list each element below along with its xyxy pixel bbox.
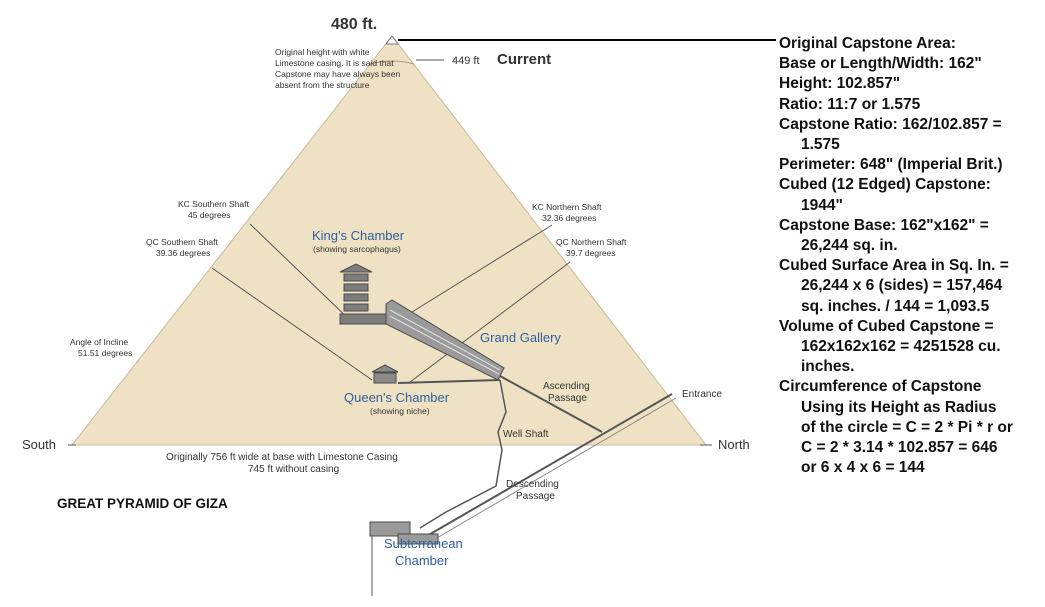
capstone-info-line: Height: 102.857" <box>779 75 901 93</box>
entrance-label: Entrance <box>682 389 722 400</box>
original-height-note-1: Original height with white <box>275 47 370 57</box>
queens-chamber-label: Queen's Chamber <box>344 390 450 405</box>
kings-chamber-label: King's Chamber <box>312 228 405 243</box>
qc-northern-shaft-label: QC Northern Shaft <box>556 237 627 247</box>
ascending-passage-label-1: Ascending <box>543 381 590 392</box>
current-top-line <box>369 60 415 65</box>
capstone-info-line: Capstone Base: 162"x162" = <box>779 216 989 234</box>
subterranean-chamber-shape <box>369 521 439 545</box>
kc-northern-shaft-label: KC Northern Shaft <box>532 202 602 212</box>
qc-southern-shaft-label: QC Southern Shaft <box>146 237 218 247</box>
queens-chamber-structure <box>371 364 399 384</box>
queens-chamber-sub: (showing niche) <box>370 406 430 416</box>
kc-northern-shaft-degrees: 32.36 degrees <box>542 213 596 223</box>
base-note-1: Originally 756 ft wide at base with Lime… <box>166 452 398 463</box>
kings-chamber-structure <box>339 263 387 325</box>
capstone-info-line: Circumference of Capstone <box>779 378 982 396</box>
kc-northern-shaft-line <box>395 224 553 323</box>
qc-southern-shaft-line <box>211 267 373 381</box>
base-note-2: 745 ft without casing <box>248 464 339 475</box>
subterranean-label-2: Chamber <box>395 553 449 568</box>
descending-passage-line <box>419 393 673 541</box>
current-height-label: Current <box>497 51 551 68</box>
original-height-label: 480 ft. <box>331 16 377 33</box>
north-label: North <box>718 437 750 452</box>
well-shaft-label: Well Shaft <box>503 429 549 440</box>
capstone-info-line: Base or Length/Width: 162" <box>779 55 982 73</box>
grand-gallery-shape <box>385 299 505 381</box>
capstone-info-line: Original Capstone Area: <box>779 35 956 52</box>
pyramid-body <box>70 35 708 446</box>
ascending-passage-label-2: Passage <box>548 393 587 404</box>
qc-northern-shaft-line <box>409 261 571 383</box>
capstone-info-line: 26,244 sq. in. <box>801 237 898 255</box>
capstone-info-panel: Original Capstone Area: Base or Length/Wi… <box>779 34 1041 478</box>
capstone-info-line: 26,244 x 6 (sides) = 157,464 <box>801 277 1003 295</box>
capstone-info-line: Ratio: 11:7 or 1.575 <box>779 95 921 113</box>
capstone-info-line: Capstone Ratio: 162/102.857 = <box>779 115 1002 133</box>
incline-label: Angle of Incline <box>70 337 128 347</box>
kc-southern-shaft-label: KC Southern Shaft <box>178 199 250 209</box>
capstone-info-line: sq. inches. / 144 = 1,093.5 <box>801 297 990 315</box>
capstone-info-line: Perimeter: 648" (Imperial Brit.) <box>779 156 1003 174</box>
descending-passage-line-2 <box>429 397 677 543</box>
descending-passage-label-2: Passage <box>516 491 555 502</box>
qc-northern-shaft-degrees: 39.7 degrees <box>566 248 616 258</box>
capstone-info-line: Cubed Surface Area in Sq. In. = <box>779 257 1009 275</box>
south-label: South <box>22 437 56 452</box>
well-shaft-line <box>419 379 507 529</box>
incline-degrees: 51.51 degrees <box>78 348 132 358</box>
original-height-note-3: Capstone may have always been <box>275 69 400 79</box>
original-height-note-2: Limestone casing. It is said that <box>275 58 394 68</box>
capstone-info-line: C = 2 * 3.14 * 102.857 = 646 <box>801 439 998 457</box>
capstone-info-line: Cubed (12 Edged) Capstone: <box>779 176 991 194</box>
horizontal-passage-line <box>397 379 501 384</box>
diagram-title: GREAT PYRAMID OF GIZA <box>57 496 228 511</box>
kc-southern-shaft-line <box>249 223 355 325</box>
capstone-info-line: Volume of Cubed Capstone = <box>779 317 994 335</box>
kc-southern-shaft-degrees: 45 degrees <box>188 210 231 220</box>
grand-gallery-label: Grand Gallery <box>480 330 561 345</box>
capstone-info-line: 162x162x162 = 4251528 cu. <box>801 338 1001 356</box>
descending-passage-label-1: Descending <box>506 479 559 490</box>
ascending-passage-line <box>499 375 603 433</box>
subterranean-label-1: Subterranean <box>384 536 463 551</box>
capstone-info-line: or 6 x 4 x 6 = 144 <box>801 459 925 477</box>
original-height-note-4: absent from the structure <box>275 80 370 90</box>
capstone-info-line: 1944" <box>801 196 843 214</box>
qc-southern-shaft-degrees: 39.36 degrees <box>156 248 210 258</box>
capstone-info-line: inches. <box>801 358 855 376</box>
capstone-info-line: 1.575 <box>801 136 840 154</box>
kings-chamber-sub: (showing sarcophagus) <box>313 244 401 254</box>
current-height-value: 449 ft <box>452 55 480 67</box>
capstone-info-line: Using its Height as Radius <box>801 398 997 416</box>
capstone-info-line: of the circle = C = 2 * Pi * r or <box>801 418 1013 436</box>
capstone <box>385 35 399 45</box>
